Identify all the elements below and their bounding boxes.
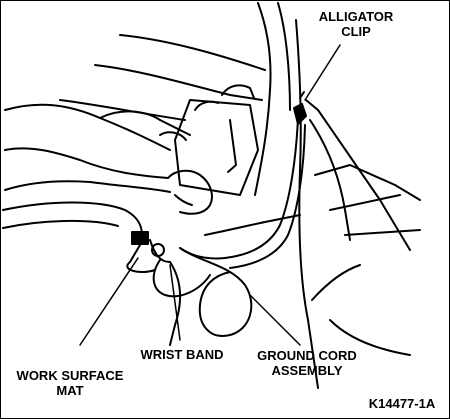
wrist-band-label-line1: WRIST BAND xyxy=(140,347,224,362)
figure-id: K14477-1A xyxy=(368,396,436,411)
work-surface-mat-label: WORK SURFACE MAT xyxy=(10,368,130,398)
work-surface-mat-label-line2: MAT xyxy=(56,383,84,398)
wrist-band-clip-icon xyxy=(131,231,165,257)
alligator-clip-label-line1: ALLIGATOR xyxy=(318,9,394,24)
ground-cord-label-line2: ASSEMBLY xyxy=(271,363,343,378)
wrist-band-label: WRIST BAND xyxy=(132,347,232,362)
ground-cord xyxy=(149,117,306,346)
alligator-clip-label-line2: CLIP xyxy=(341,24,371,39)
work-surface-mat-label-line1: WORK SURFACE xyxy=(16,368,124,383)
hands-and-arm xyxy=(4,103,213,215)
ground-cord-assembly-label: GROUND CORD ASSEMBLY xyxy=(252,348,362,378)
alligator-clip-label: ALLIGATOR CLIP xyxy=(316,9,396,39)
upper-panel xyxy=(59,34,266,121)
electronic-module xyxy=(174,84,259,196)
leader-lines xyxy=(79,44,341,346)
ground-cord-label-line1: GROUND CORD xyxy=(257,348,357,363)
alligator-clip-icon xyxy=(293,91,307,125)
door-frame xyxy=(204,2,421,389)
